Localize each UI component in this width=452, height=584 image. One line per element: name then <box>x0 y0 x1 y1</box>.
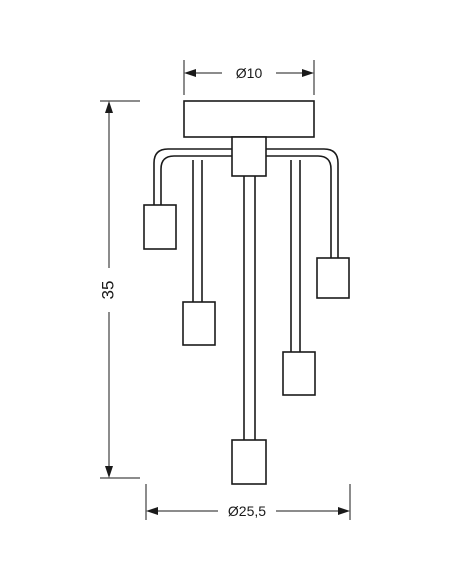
lamp-socket-outer-right <box>316 257 350 299</box>
height-dimension: 35 <box>98 100 140 479</box>
ceiling-canopy <box>183 100 315 138</box>
center-hub <box>231 136 267 177</box>
lamp-socket-inner-left <box>182 301 216 346</box>
bottom-arrow-right-icon <box>338 507 350 515</box>
bottom-diameter-dimension: Ø25,5 <box>145 484 351 520</box>
top-arrow-left-icon <box>184 69 196 77</box>
top-diameter-dimension: Ø10 <box>183 60 315 95</box>
height-arrow-top-icon <box>105 101 113 113</box>
outer-arm-left-inner <box>160 155 232 205</box>
height-label: 35 <box>98 281 117 300</box>
lamp-fixture <box>143 100 350 485</box>
height-arrow-bottom-icon <box>105 466 113 478</box>
lamp-socket-inner-right <box>282 351 316 396</box>
bottom-diameter-label: Ø25,5 <box>228 503 266 519</box>
outer-arm-right-inner <box>266 155 332 258</box>
outer-arm-left <box>153 148 232 205</box>
bottom-arrow-left-icon <box>146 507 158 515</box>
outer-arm-right <box>266 148 339 258</box>
top-arrow-right-icon <box>302 69 314 77</box>
top-diameter-label: Ø10 <box>236 65 263 81</box>
lamp-socket-center <box>231 439 267 485</box>
lamp-socket-outer-left <box>143 204 177 250</box>
